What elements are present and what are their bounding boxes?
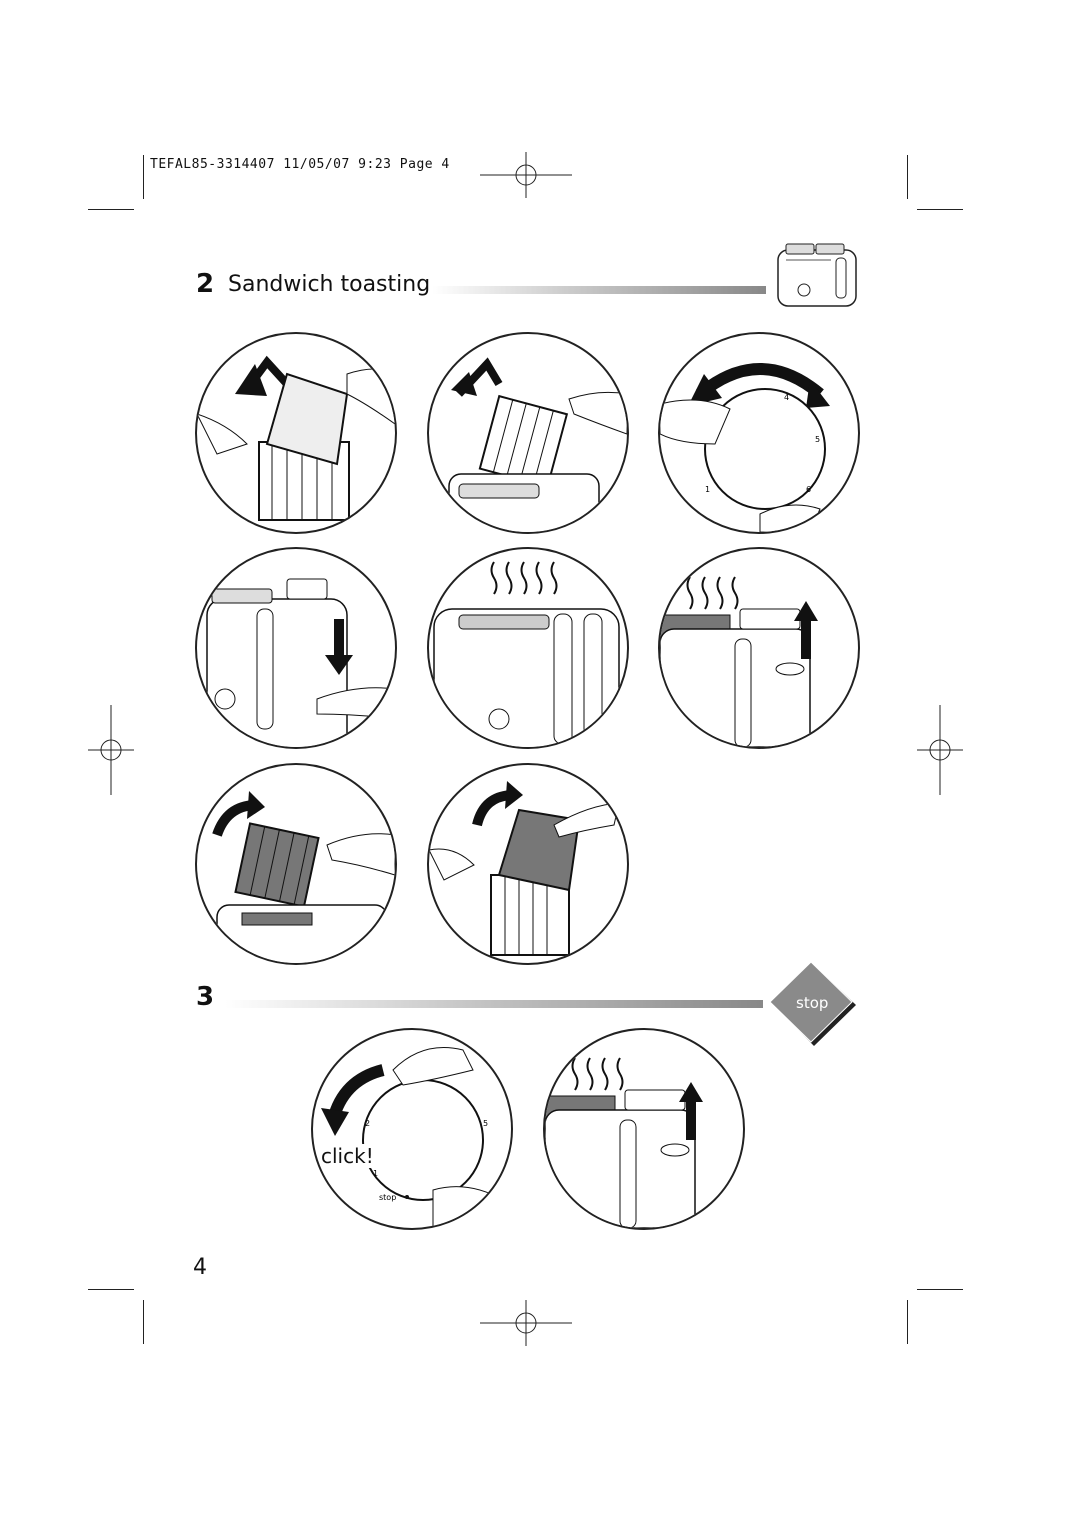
crop-mark	[907, 1300, 908, 1344]
crop-mark	[917, 209, 963, 210]
dial-number: 4	[784, 393, 789, 402]
crop-mark	[907, 155, 908, 199]
crop-mark	[88, 209, 134, 210]
section-number: 2	[196, 269, 215, 299]
crop-mark	[917, 1289, 963, 1290]
step-6-illustration	[658, 547, 860, 749]
stop-dial-illustration: 2 5 1 stop click!	[311, 1028, 513, 1230]
registration-mark-icon	[480, 1300, 572, 1346]
section-number: 3	[196, 982, 215, 1012]
print-header: TEFAL85-3314407 11/05/07 9:23 Page 4	[150, 157, 450, 172]
step-8-illustration	[427, 763, 629, 965]
step-4-illustration	[195, 547, 397, 749]
dial-number: 5	[483, 1119, 488, 1128]
stop-label: stop	[796, 994, 829, 1012]
step-7-illustration	[195, 763, 397, 965]
dial-number: 1	[373, 1169, 378, 1178]
crop-mark	[88, 1289, 134, 1290]
page-number: 4	[193, 1255, 207, 1280]
dial-number: 2	[365, 1119, 370, 1128]
toaster-icon	[777, 243, 857, 307]
section-title: Sandwich toasting	[228, 272, 431, 297]
section-divider	[432, 286, 766, 294]
registration-mark-icon	[917, 705, 963, 795]
step-3-dial-illustration: 4 5 1 6	[658, 332, 860, 534]
crop-mark	[143, 1300, 144, 1344]
dial-number: 1	[705, 485, 710, 494]
stop-dial-label: stop	[379, 1193, 396, 1202]
click-label: click!	[321, 1144, 374, 1168]
dial-number: 5	[815, 435, 820, 444]
section-divider	[225, 1000, 763, 1008]
dial-number: 6	[806, 485, 811, 494]
step-2-illustration	[427, 332, 629, 534]
crop-mark	[143, 155, 144, 199]
registration-mark-icon	[480, 152, 572, 198]
step-5-illustration	[427, 547, 629, 749]
registration-mark-icon	[88, 705, 134, 795]
pop-up-illustration	[543, 1028, 745, 1230]
step-1-illustration	[195, 332, 397, 534]
stop-badge: stop	[769, 961, 860, 1048]
